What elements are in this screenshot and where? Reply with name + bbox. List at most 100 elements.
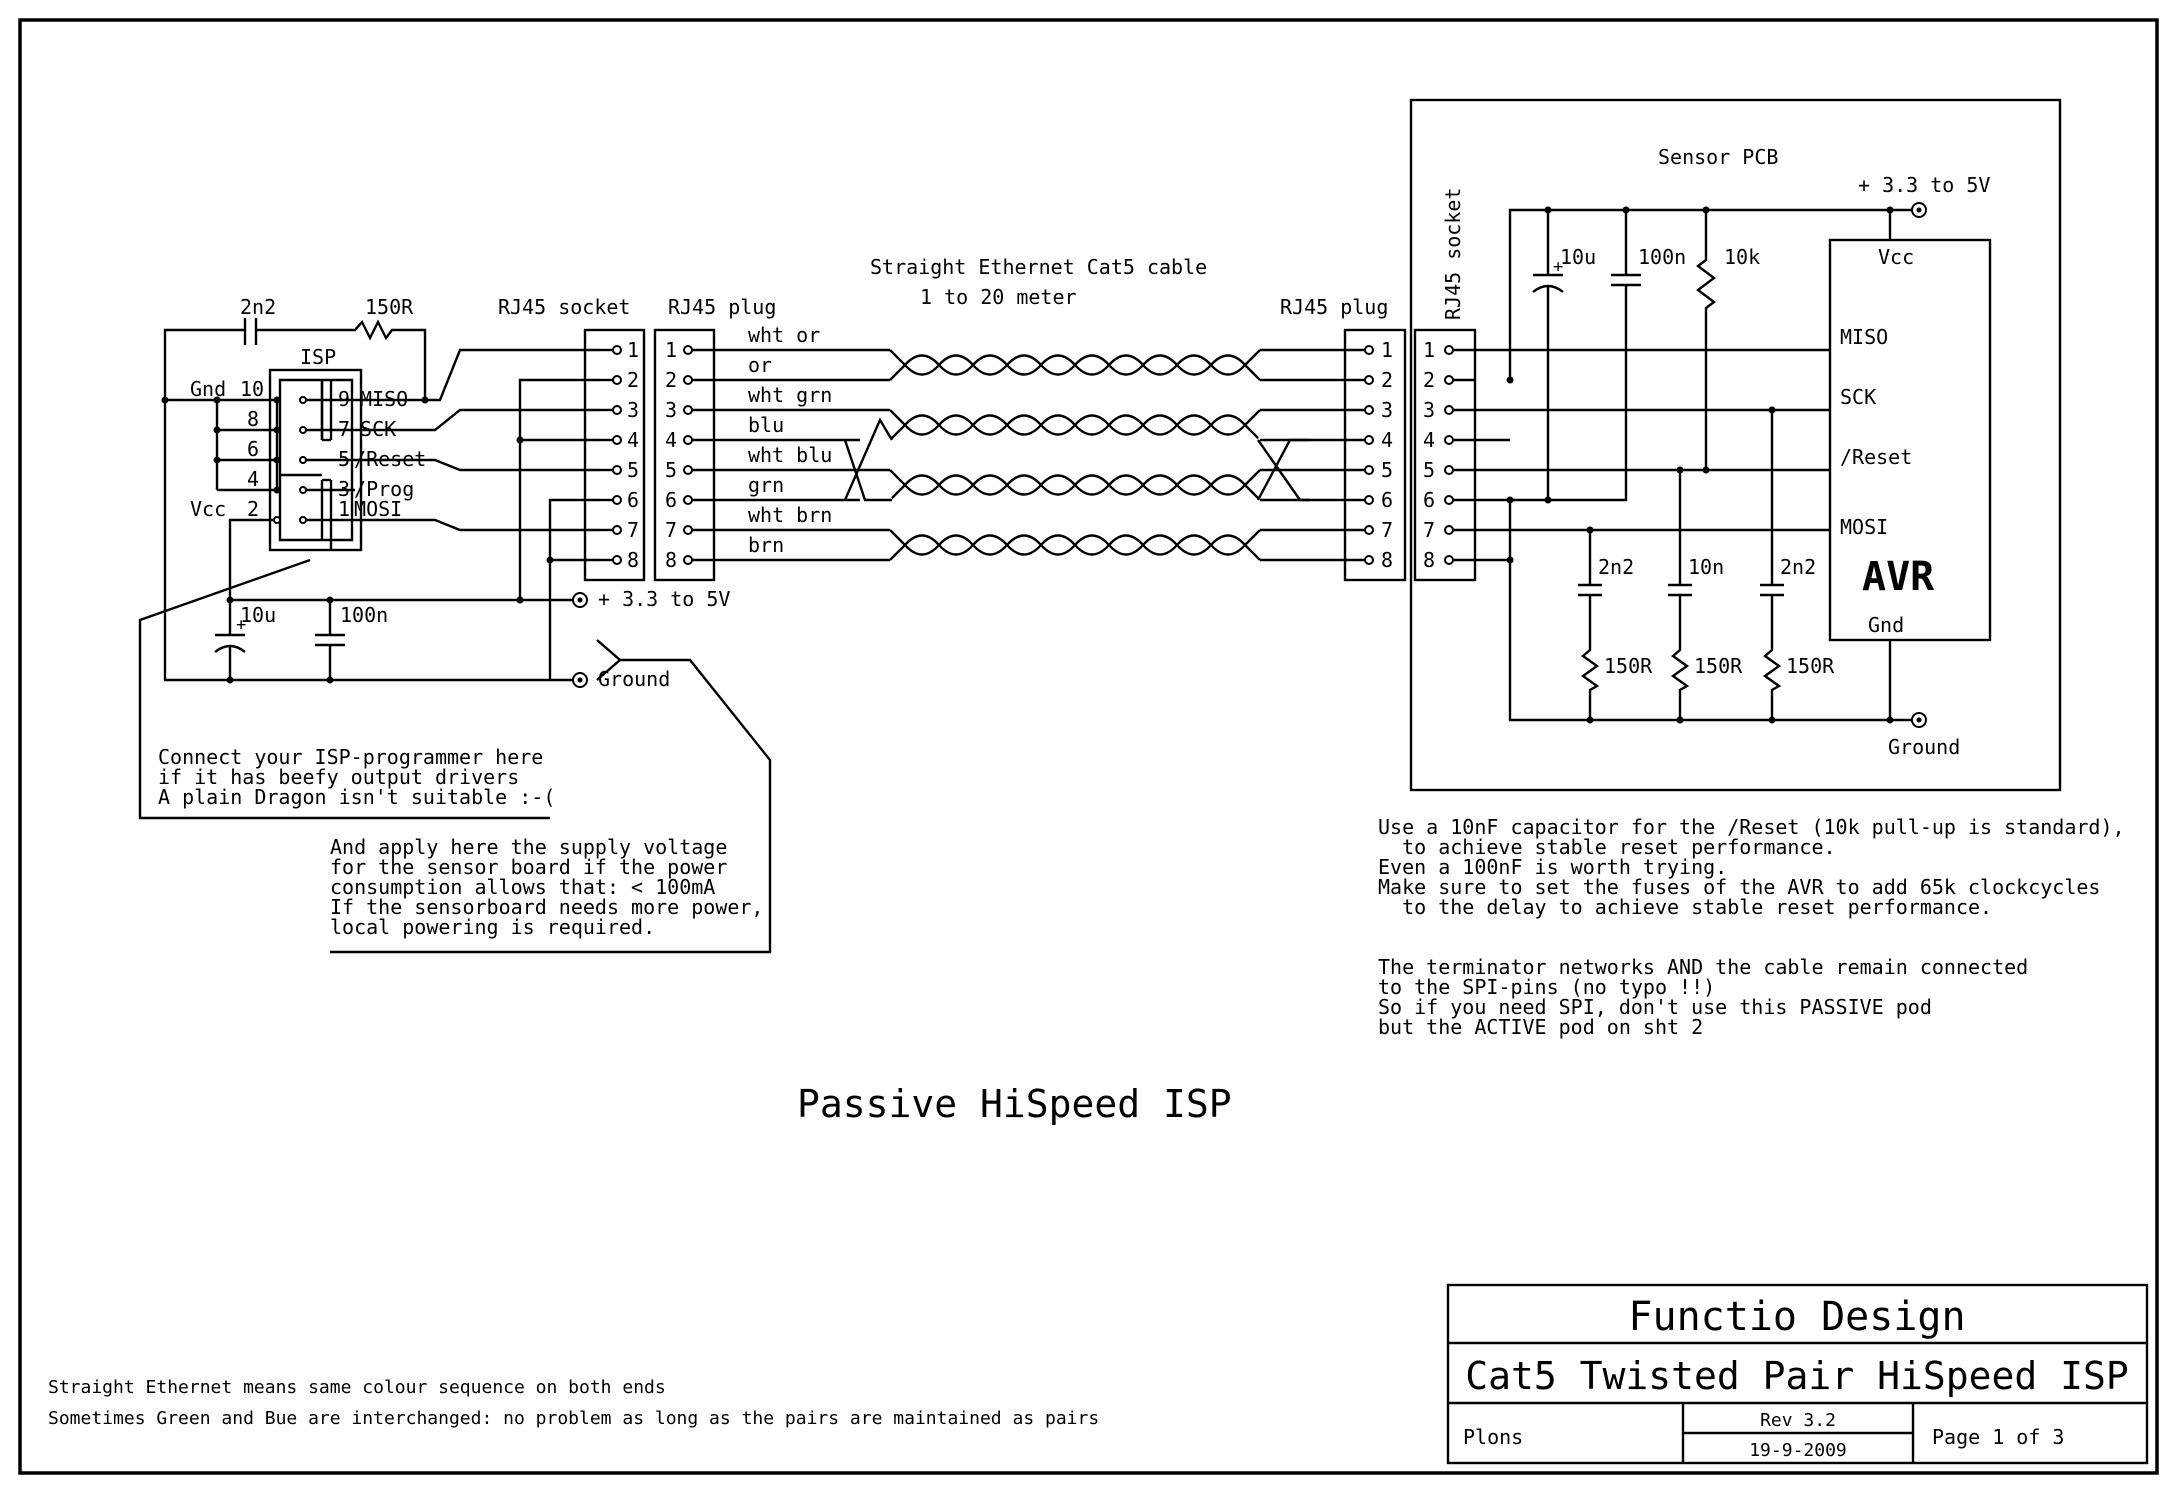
socket-left-pin-label: 3 xyxy=(627,398,639,422)
revision: Rev 3.2 xyxy=(1760,1410,1836,1431)
socket-left-pin-label: 1 xyxy=(627,338,639,362)
socket-right-pin-label: 6 xyxy=(1423,488,1435,512)
left-ground-label: Ground xyxy=(598,667,670,691)
wire-color-label: brn xyxy=(748,533,784,557)
note-programmer: Connect your ISP-programmer here if it h… xyxy=(158,745,555,809)
socket-left-pin xyxy=(612,555,622,565)
svg-text:Sometimes Green and Bue are in: Sometimes Green and Bue are interchanged… xyxy=(48,1408,1099,1429)
rj45-socket-right xyxy=(1413,328,1477,582)
label-10k: 10k xyxy=(1724,245,1760,269)
terminator-resistor xyxy=(1670,595,1690,720)
plug-right-pin xyxy=(1364,495,1374,505)
avr-pin-reset: /Reset xyxy=(1840,445,1912,469)
label-10u-pcb: 10u xyxy=(1560,245,1596,269)
socket-right-pin xyxy=(1444,405,1454,415)
notes-spi: The terminator networks AND the cable re… xyxy=(1378,955,2028,1039)
svg-text:but the ACTIVE pod on sht 2: but the ACTIVE pod on sht 2 xyxy=(1378,1015,1703,1039)
avr-chip xyxy=(1828,238,1992,642)
label-100n-pcb: 100n xyxy=(1638,245,1686,269)
plug-right-pin-label: 3 xyxy=(1381,398,1393,422)
socket-left-pin xyxy=(612,375,622,385)
plug-right-pin xyxy=(1364,405,1374,415)
terminator-res-label: 150R xyxy=(1786,654,1835,678)
isp-pin-6: 6 xyxy=(247,437,259,461)
svg-text:And apply here the supply volt: And apply here the supply voltage xyxy=(330,835,727,859)
plug-right-pin-label: 2 xyxy=(1381,368,1393,392)
terminator-cap-label: 2n2 xyxy=(1598,555,1634,579)
res-10k xyxy=(1696,210,1716,470)
plug-left-pin xyxy=(683,525,693,535)
socket-right-pin xyxy=(1444,495,1454,505)
plug-right-pin xyxy=(1364,375,1374,385)
svg-text:Straight Ethernet means same c: Straight Ethernet means same colour sequ… xyxy=(48,1377,666,1398)
label-10u-left: 10u xyxy=(240,603,276,627)
sheet-border xyxy=(18,18,2159,1475)
plug-left-pin-label: 7 xyxy=(665,518,677,542)
socket-right-pin-label: 3 xyxy=(1423,398,1435,422)
svg-text:Even a 100nF is worth trying.: Even a 100nF is worth trying. xyxy=(1378,855,1727,879)
twisted-wire xyxy=(889,534,1261,561)
plug-left-pin-label: 1 xyxy=(665,338,677,362)
label-rj45-plug-right: RJ45 plug xyxy=(1280,295,1388,319)
label-150r: 150R xyxy=(365,295,414,319)
socket-left-pin xyxy=(612,525,622,535)
res-150r xyxy=(256,319,427,400)
plug-left-pin xyxy=(683,405,693,415)
wire-color-label: wht or xyxy=(748,323,820,347)
cable-length: 1 to 20 meter xyxy=(920,285,1077,309)
label-rj45-plug-left: RJ45 plug xyxy=(668,295,776,319)
plug-left-pin-label: 8 xyxy=(665,548,677,572)
socket-right-pin-label: 5 xyxy=(1423,458,1435,482)
plug-right-pin xyxy=(1364,345,1374,355)
svg-text:to the SPI-pins (no typo !!): to the SPI-pins (no typo !!) xyxy=(1378,975,1715,999)
notes-reset: Use a 10nF capacitor for the /Reset (10k… xyxy=(1378,815,2125,919)
terminator-resistor xyxy=(1580,595,1600,720)
pcb-ground-label: Ground xyxy=(1888,735,1960,759)
isp-pin-10: 10 xyxy=(240,377,264,401)
plug-left-pin xyxy=(683,495,693,505)
socket-right-pin xyxy=(1444,435,1454,445)
socket-left-pin-label: 6 xyxy=(627,488,639,512)
socket-right-pin-label: 1 xyxy=(1423,338,1435,362)
notes-bottom: Straight Ethernet means same colour sequ… xyxy=(48,1377,1099,1429)
svg-text:Connect your ISP-programmer he: Connect your ISP-programmer here xyxy=(158,745,543,769)
svg-text:to achieve stable reset perfor: to achieve stable reset performance. xyxy=(1378,835,1836,859)
project-name: Cat5 Twisted Pair HiSpeed ISP xyxy=(1465,1354,2128,1398)
twisted-wire xyxy=(889,414,1261,441)
isp-section: 2n2 150R ISP Gnd 10 8 6 4 Vcc xyxy=(138,295,772,954)
crossover-grn-left xyxy=(843,417,894,501)
callout-programmer xyxy=(138,558,550,820)
vcc-label: Vcc xyxy=(190,497,226,521)
socket-right-pin-label: 8 xyxy=(1423,548,1435,572)
svg-text:Make sure to set the fuses of: Make sure to set the fuses of the AVR to… xyxy=(1378,875,2100,899)
socket-left-pin xyxy=(612,345,622,355)
cable-title: Straight Ethernet Cat5 cable xyxy=(870,255,1207,279)
plug-right-pin-label: 4 xyxy=(1381,428,1393,452)
twisted-wire xyxy=(889,354,1261,381)
rj45-socket-left xyxy=(583,328,646,582)
page-title: Passive HiSpeed ISP xyxy=(797,1082,1232,1126)
rj45-plug-right xyxy=(1343,328,1407,582)
wire-color-label: grn xyxy=(748,473,784,497)
wire-color-label: blu xyxy=(748,413,784,437)
avr-pin-miso: MISO xyxy=(1840,325,1888,349)
crossover-blu-left xyxy=(843,439,892,502)
avr-pin-mosi: MOSI xyxy=(1840,515,1888,539)
plug-left-pin-label: 2 xyxy=(665,368,677,392)
wire-miso xyxy=(425,348,600,402)
plug-left-pin xyxy=(683,465,693,475)
avr-name: AVR xyxy=(1862,554,1935,600)
socket-left-pin xyxy=(612,465,622,475)
socket-left-pin-label: 5 xyxy=(627,458,639,482)
terminator-cap-label: 2n2 xyxy=(1780,555,1816,579)
plug-right-pin xyxy=(1364,465,1374,475)
terminator-resistor xyxy=(1762,595,1782,720)
socket-right-pin xyxy=(1444,555,1454,565)
plug-left-pin-label: 4 xyxy=(665,428,677,452)
wire-sck xyxy=(306,408,600,432)
svg-text:+: + xyxy=(236,615,246,635)
socket-right-pin-label: 7 xyxy=(1423,518,1435,542)
socket-left-pin xyxy=(612,495,622,505)
